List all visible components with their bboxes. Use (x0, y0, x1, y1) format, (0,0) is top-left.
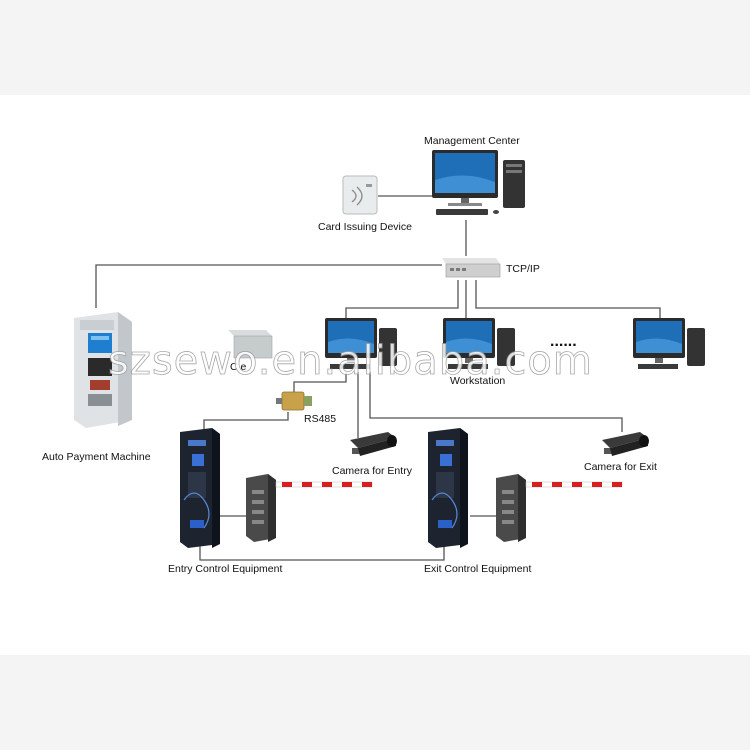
camera-entry-icon (350, 432, 397, 456)
label-management-center: Management Center (424, 135, 520, 147)
label-ellipsis: ...... (550, 333, 577, 350)
label-entry-control: Entry Control Equipment (168, 563, 282, 575)
label-partial-device: C e (230, 361, 247, 373)
workstation-3-icon (633, 318, 705, 369)
line-rs485-to-entry (203, 412, 289, 432)
barrier-gate-b-icon (496, 474, 526, 542)
label-auto-payment-machine: Auto Payment Machine (42, 451, 151, 463)
label-camera-entry: Camera for Entry (332, 465, 413, 477)
line-switch-to-payment (95, 264, 442, 308)
label-tcp-ip: TCP/IP (506, 263, 540, 275)
rs485-converter-icon (276, 391, 312, 411)
network-switch-icon (442, 258, 501, 278)
exit-terminal-icon (428, 428, 468, 548)
line-ws1-to-camera-exit (369, 372, 623, 432)
label-card-issuing-device: Card Issuing Device (318, 221, 412, 233)
label-exit-control: Exit Control Equipment (424, 563, 531, 575)
auto-payment-machine-icon (74, 312, 132, 428)
entry-terminal-icon (180, 428, 220, 548)
line-entry-to-exit (199, 546, 445, 561)
line-switch-to-ws1 (345, 280, 459, 318)
barrier-arm-a (275, 481, 373, 488)
connection-lines (95, 195, 661, 561)
barrier-gate-a-icon (246, 474, 276, 542)
controller-box-icon (228, 330, 273, 359)
management-center-pc-icon (432, 150, 525, 215)
line-ws1-to-rs485 (293, 372, 347, 392)
workstation-1-icon (325, 318, 397, 369)
label-workstation: Workstation (450, 375, 505, 387)
label-camera-exit: Camera for Exit (584, 461, 657, 473)
card-issuing-device-icon (342, 175, 378, 215)
barrier-arm-b (525, 481, 623, 488)
workstation-2-icon (443, 318, 515, 369)
watermark-text: szsewo.en.alibaba.com (108, 338, 593, 384)
label-rs485: RS485 (304, 413, 336, 425)
camera-exit-icon (602, 432, 649, 456)
line-switch-to-ws3 (475, 280, 661, 318)
